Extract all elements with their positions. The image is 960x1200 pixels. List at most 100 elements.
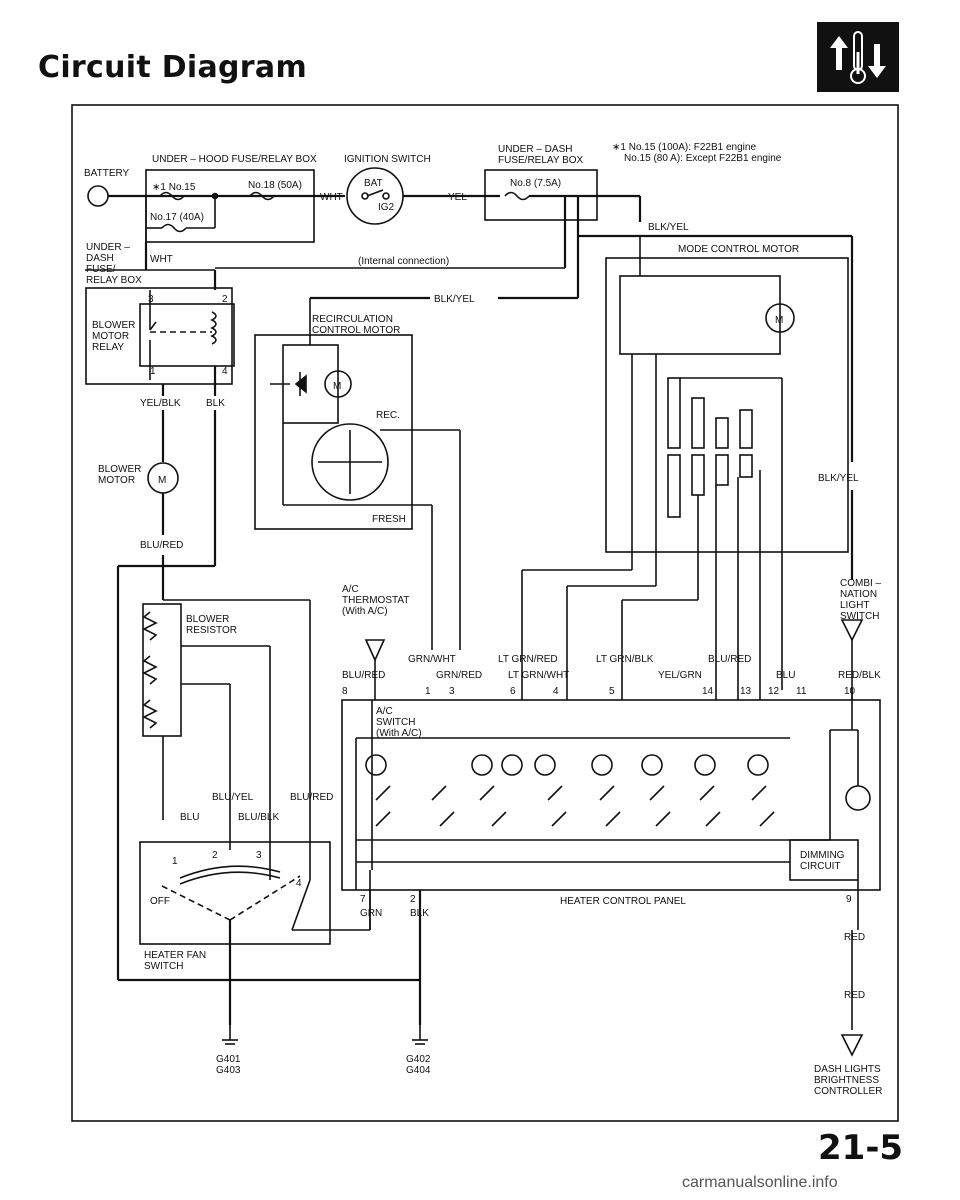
heater-control-panel-frame [341, 699, 881, 891]
wire-blk-yel-right: BLK/YEL [818, 473, 859, 484]
wire-grn: GRN [360, 908, 382, 919]
note-line-1: ∗1 No.15 (100A): F22B1 engine [612, 142, 756, 153]
ac-switch-label-1: A/C [376, 706, 393, 717]
panel-pin-3: 3 [449, 686, 455, 697]
panel-pin-1: 1 [425, 686, 431, 697]
blower-relay-label-1: BLOWER [92, 320, 135, 331]
wire-blu-red-panel: BLU/RED [342, 670, 385, 681]
ground-g401-label: G401 [216, 1054, 241, 1065]
fan-pin-4: 4 [296, 878, 302, 889]
recirc-motor-label-2: CONTROL MOTOR [312, 325, 400, 336]
panel-pin-6: 6 [510, 686, 516, 697]
page-title: Circuit Diagram [38, 50, 308, 85]
dash-fuse-label-2: DASH [86, 253, 114, 264]
fuse-18-label: No.18 (50A) [248, 180, 302, 191]
ignition-switch-label: IGNITION SWITCH [344, 154, 431, 165]
wire-wht-ign: WHT [320, 192, 343, 203]
wire-blu-blk: BLU/BLK [238, 812, 279, 823]
wire-red-lower: RED [844, 990, 865, 1001]
relay-pin-2: 2 [222, 294, 228, 305]
panel-pin-13: 13 [740, 686, 752, 697]
recirc-motor-symbol-label: M [333, 381, 341, 392]
blower-relay-label-2: MOTOR [92, 331, 129, 342]
rec-label: REC. [376, 410, 400, 421]
blower-relay-label-3: RELAY [92, 342, 124, 353]
page-number: 21-5 [818, 1128, 904, 1168]
panel-pin-5: 5 [609, 686, 615, 697]
internal-connection-label: (Internal connection) [358, 256, 449, 267]
ac-switch-label-3: (With A/C) [376, 728, 422, 739]
brightness-controller-label-2: BRIGHTNESS [814, 1075, 879, 1086]
combination-switch-label-1: COMBI – [840, 578, 882, 589]
ground-g403-label: G403 [216, 1065, 241, 1076]
fan-pin-1: 1 [172, 856, 178, 867]
wire-lt-grn-blk: LT GRN/BLK [596, 654, 654, 665]
panel-pin-4: 4 [553, 686, 559, 697]
wire-grn-wht: GRN/WHT [408, 654, 456, 665]
off-label: OFF [150, 896, 170, 907]
wire-blk-panel: BLK [410, 908, 429, 919]
mode-motor-label: MODE CONTROL MOTOR [678, 244, 799, 255]
thermostat-label-1: A/C [342, 584, 359, 595]
dash-fuse-label-1: UNDER – [86, 242, 130, 253]
fan-pin-2: 2 [212, 850, 218, 861]
wire-yel-grn: YEL/GRN [658, 670, 702, 681]
wire-blu-red-fan: BLU/RED [290, 792, 333, 803]
mode-motor-symbol-label: M [775, 315, 783, 326]
ac-switch-label-2: SWITCH [376, 717, 415, 728]
watermark: carmanualsonline.info [682, 1174, 838, 1191]
heater-fan-switch-label-1: HEATER FAN [144, 950, 206, 961]
hood-box-label: UNDER – HOOD FUSE/RELAY BOX [152, 154, 317, 165]
dash-fuse-label-3: FUSE/ [86, 264, 116, 275]
fuse-17-label: No.17 (40A) [150, 212, 204, 223]
wire-wht-relay: WHT [150, 254, 173, 265]
brightness-controller-label-1: DASH LIGHTS [814, 1064, 881, 1075]
wire-yel: YEL [448, 192, 467, 203]
fuse-15-label: ∗1 No.15 [152, 182, 196, 193]
blower-resistor-label-2: RESISTOR [186, 625, 237, 636]
heater-fan-switch-label-2: SWITCH [144, 961, 183, 972]
wire-lt-grn-wht: LT GRN/WHT [508, 670, 569, 681]
battery-symbol [87, 185, 109, 207]
panel-pin-10: 10 [844, 686, 856, 697]
blower-motor-label-2: MOTOR [98, 475, 135, 486]
wire-blu-mode: BLU [776, 670, 795, 681]
panel-pin-9: 9 [846, 894, 852, 905]
wire-blu-fan: BLU [180, 812, 199, 823]
combination-switch-label-3: LIGHT [840, 600, 869, 611]
dash-box-label-1: UNDER – DASH [498, 144, 572, 155]
relay-pin-3: 3 [148, 294, 154, 305]
wire-red-upper: RED [844, 932, 865, 943]
recirc-door-symbol [311, 423, 389, 501]
dimming-circuit-label-1: DIMMING [800, 850, 845, 861]
wire-red-blk: RED/BLK [838, 670, 881, 681]
combination-switch-label-4: SWITCH [840, 611, 879, 622]
wire-blk-relay: BLK [206, 398, 225, 409]
blower-motor-symbol-label: M [158, 475, 166, 486]
fresh-label: FRESH [372, 514, 406, 525]
blower-resistor-label-1: BLOWER [186, 614, 229, 625]
panel-pin-12: 12 [768, 686, 780, 697]
thermostat-label-2: THERMOSTAT [342, 595, 409, 606]
thermostat-label-3: (With A/C) [342, 606, 388, 617]
bat-label: BAT [364, 178, 383, 189]
panel-pin-7: 7 [360, 894, 366, 905]
panel-pin-8: 8 [342, 686, 348, 697]
brightness-controller-label-3: CONTROLLER [814, 1086, 882, 1097]
blower-motor-label-1: BLOWER [98, 464, 141, 475]
thermometer-arrows-icon [817, 22, 899, 92]
wire-blu-yel: BLU/YEL [212, 792, 254, 803]
recirc-motor-label-1: RECIRCULATION [312, 314, 393, 325]
panel-pin-2: 2 [410, 894, 416, 905]
dash-fuse-label-4: RELAY BOX [86, 275, 142, 286]
wire-blu-red-motor: BLU/RED [140, 540, 183, 551]
relay-pin-1: 1 [150, 366, 156, 377]
dash-box-label-2: FUSE/RELAY BOX [498, 155, 584, 166]
fan-pin-3: 3 [256, 850, 262, 861]
ignition-switch-symbol [346, 167, 404, 225]
wire-blk-yel-recirc: BLK/YEL [434, 294, 475, 305]
wire-yel-blk: YEL/BLK [140, 398, 181, 409]
wire-lt-grn-red: LT GRN/RED [498, 654, 558, 665]
panel-pin-11: 11 [796, 686, 807, 697]
diagram-frame [71, 104, 899, 1122]
